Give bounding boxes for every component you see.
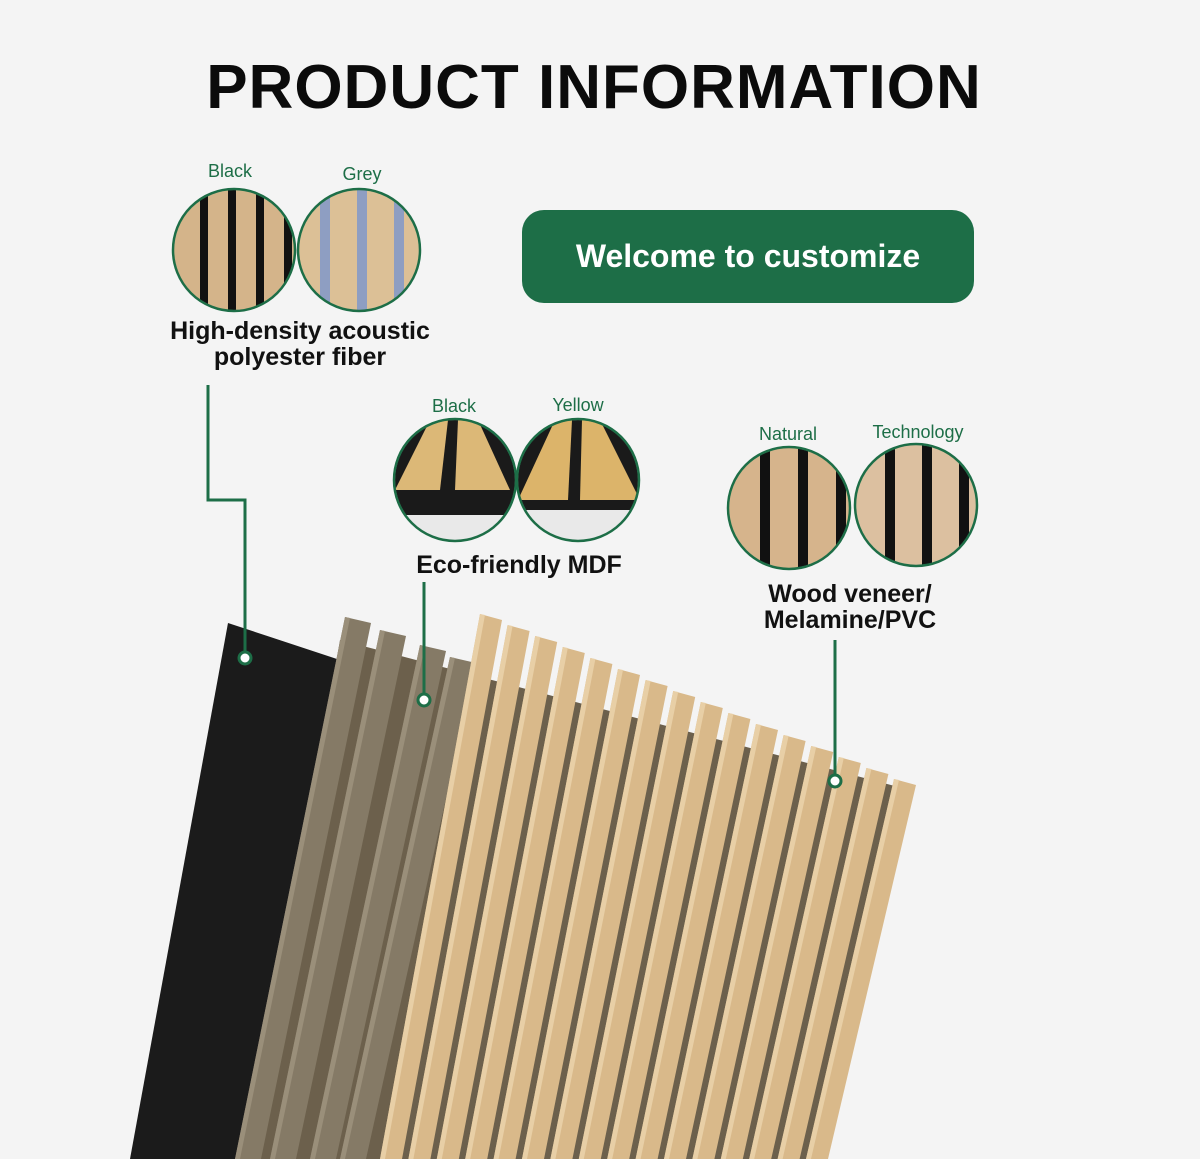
slat [465, 647, 585, 1159]
slat-edge [465, 647, 568, 1159]
slat [408, 625, 530, 1159]
slat [749, 757, 861, 1159]
slat [777, 768, 889, 1159]
slat [806, 779, 916, 1159]
swatch-label: Grey [342, 164, 382, 184]
material-line: Wood veneer/ [768, 580, 932, 608]
swatch-label: Natural [758, 424, 818, 444]
slat [380, 614, 502, 1159]
slat-edge [340, 657, 455, 1159]
slat-edge [270, 630, 385, 1159]
slat [720, 746, 834, 1159]
swatch-label: Technology [872, 422, 964, 442]
slat-edge [408, 625, 513, 1159]
customize-banner[interactable]: Welcome to customize [522, 210, 974, 303]
felt-backing [130, 623, 340, 1159]
callout-lines [206, 385, 837, 780]
material-line: polyester fiber [213, 343, 387, 371]
callout-dot-veneer [827, 773, 843, 789]
slat [270, 630, 406, 1159]
slat [635, 713, 751, 1159]
callout-dot-mdf [416, 692, 432, 708]
material-line: High-density acoustic [170, 317, 430, 345]
slat [522, 669, 640, 1159]
slat-edge [664, 724, 761, 1159]
slat-edge [607, 702, 706, 1159]
slat [493, 658, 613, 1159]
slat-edge [380, 614, 485, 1159]
slat-edge [235, 617, 350, 1159]
slat-edge [720, 746, 817, 1159]
slat-edge [522, 669, 623, 1159]
slat-edge [493, 658, 596, 1159]
slat-edge [692, 735, 789, 1159]
swatch-felt-grey [299, 190, 419, 310]
page-title: PRODUCT INFORMATION [206, 53, 982, 122]
slat-edge [436, 636, 541, 1159]
slat-edge [806, 779, 899, 1159]
slat-edge [635, 713, 734, 1159]
slat [310, 645, 446, 1159]
swatch-veneer-natural [729, 448, 849, 568]
swatch-label: Black [431, 396, 476, 416]
swatch-label: Yellow [552, 395, 604, 415]
slat [340, 657, 476, 1159]
slat [692, 735, 806, 1159]
material-title-felt: High-density acoustic polyester fiber [140, 318, 460, 370]
slat-edge [749, 757, 844, 1159]
swatch-felt-black [174, 190, 294, 310]
slat [235, 617, 371, 1159]
callout-dot-felt [237, 650, 253, 666]
slat-edge [310, 645, 425, 1159]
slat-edge [777, 768, 872, 1159]
material-title-mdf: Eco-friendly MDF [416, 551, 622, 579]
slat [664, 724, 778, 1159]
slat-edge [550, 680, 651, 1159]
material-title-veneer: Wood veneer/ Melamine/PVC [700, 581, 1000, 633]
slat [550, 680, 668, 1159]
material-line: Melamine/PVC [763, 606, 937, 634]
swatch-mdf-yellow [518, 420, 638, 540]
slat [578, 691, 696, 1159]
slat [436, 636, 558, 1159]
slat-edge [578, 691, 679, 1159]
swatch-mdf-black [395, 420, 515, 540]
swatch-veneer-technology [856, 445, 976, 565]
slat [607, 702, 723, 1159]
swatch-label: Black [207, 161, 252, 181]
